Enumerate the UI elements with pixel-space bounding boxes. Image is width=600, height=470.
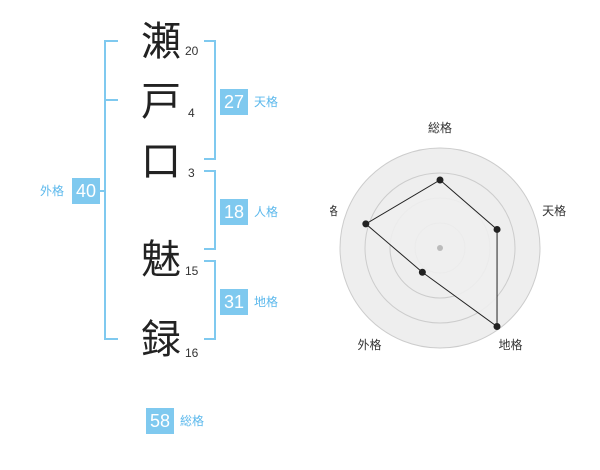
gaikaku-value: 40 [72, 178, 100, 204]
name-char-3: 口 [141, 139, 181, 185]
radar-area [364, 179, 498, 328]
stroke-count-5: 16 [185, 346, 199, 360]
stroke-count-2: 4 [188, 106, 195, 120]
radar-point-1 [436, 176, 444, 184]
name-char-2: 戸 [141, 79, 181, 125]
gaikaku-bracket-tick [104, 99, 118, 101]
name-char-5: 録 [141, 317, 181, 363]
stroke-count-4: 15 [185, 264, 199, 278]
name-char-1: 瀬 [141, 19, 181, 65]
jinkaku-label: 人格 [254, 205, 279, 219]
radar-ring [364, 172, 516, 324]
tenkaku-label: 天格 [254, 95, 279, 109]
soukaku-value: 58 [146, 408, 174, 434]
radar-center-dot [437, 245, 443, 251]
radar-axis-label: 人格 [330, 203, 338, 218]
tenkaku-bracket [204, 40, 216, 160]
gaikaku-label: 外格 [40, 184, 65, 198]
radar-axis-label: 天格 [542, 203, 566, 218]
chikaku-bracket [204, 260, 216, 340]
radar-axis-label: 総格 [428, 120, 452, 135]
radar-axis-label: 地格 [499, 337, 523, 352]
jinkaku-value: 18 [220, 199, 248, 225]
name-char-4: 魅 [141, 237, 181, 283]
stroke-count-1: 20 [185, 44, 199, 58]
gaikaku-bracket [104, 40, 118, 340]
radar-axis-label: 外格 [357, 337, 381, 352]
soukaku-label: 総格 [180, 414, 205, 428]
stroke-count-3: 3 [188, 166, 195, 180]
tenkaku-value: 27 [220, 89, 248, 115]
radar-point-2 [493, 225, 501, 233]
chikaku-label: 地格 [254, 295, 279, 309]
chikaku-value: 31 [220, 289, 248, 315]
radar-point-5 [362, 220, 370, 228]
radar-point-3 [493, 322, 501, 330]
gaikaku-bracket-tick [94, 190, 106, 192]
jinkaku-bracket [204, 170, 216, 250]
radar-point-4 [418, 268, 426, 276]
